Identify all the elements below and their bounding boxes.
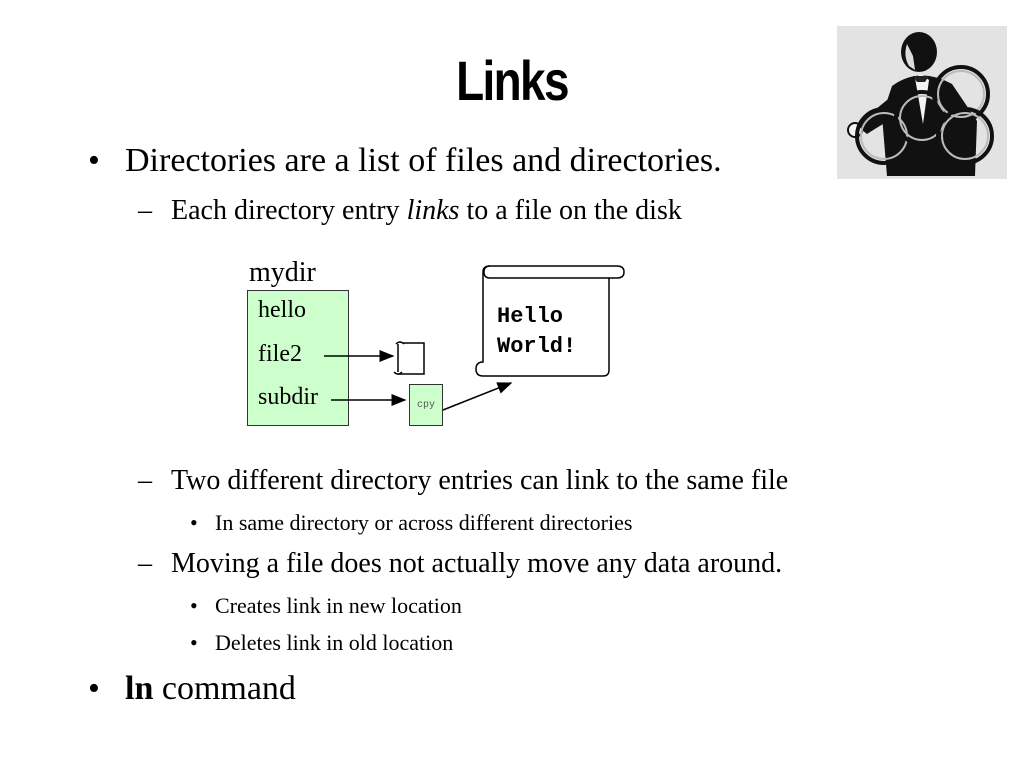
bullet-marker: • (88, 670, 100, 707)
dir-entry-file2: file2 (258, 341, 302, 367)
subdir-copy-box: cpy (409, 384, 443, 426)
file-scroll-icon (475, 265, 625, 377)
directory-box: hello file2 subdir (247, 290, 349, 426)
magician-rings-icon (837, 26, 1007, 179)
dash-marker: – (138, 195, 152, 226)
subsub-creates-link: Creates link in new location (215, 593, 462, 618)
bullet-marker: • (190, 593, 198, 618)
file-contents: Hello World! (497, 304, 577, 359)
links-emphasis: links (406, 195, 460, 226)
ln-keyword: ln (125, 670, 154, 707)
bullet-marker: • (88, 142, 100, 179)
dash-marker: – (138, 548, 152, 579)
ln-command-rest: command (153, 670, 296, 707)
dir-entry-hello: hello (258, 297, 306, 323)
subsub-same-directory: In same directory or across different di… (215, 510, 633, 535)
sub-directory-entry-post: to a file on the disk (459, 195, 682, 226)
sub-moving-file: Moving a file does not actually move any… (171, 548, 783, 579)
sub-two-entries: Two different directory entries can link… (171, 465, 789, 496)
dir-entry-subdir: subdir (258, 384, 318, 410)
dir-name-label: mydir (249, 257, 316, 288)
sub-directory-entry: Each directory entry links to a file on … (171, 195, 682, 227)
sub-directory-entry-pre: Each directory entry (171, 195, 407, 226)
bullet-marker: • (190, 510, 198, 535)
bullet-directories: Directories are a list of files and dire… (125, 142, 722, 179)
dash-marker: – (138, 465, 152, 496)
subsub-deletes-link: Deletes link in old location (215, 630, 454, 655)
bullet-marker: • (190, 630, 198, 655)
small-file-scroll-icon (393, 341, 425, 375)
slide-title: Links (456, 49, 569, 112)
arrow-cpy (442, 382, 513, 411)
bullet-ln-command: ln command (125, 670, 296, 708)
